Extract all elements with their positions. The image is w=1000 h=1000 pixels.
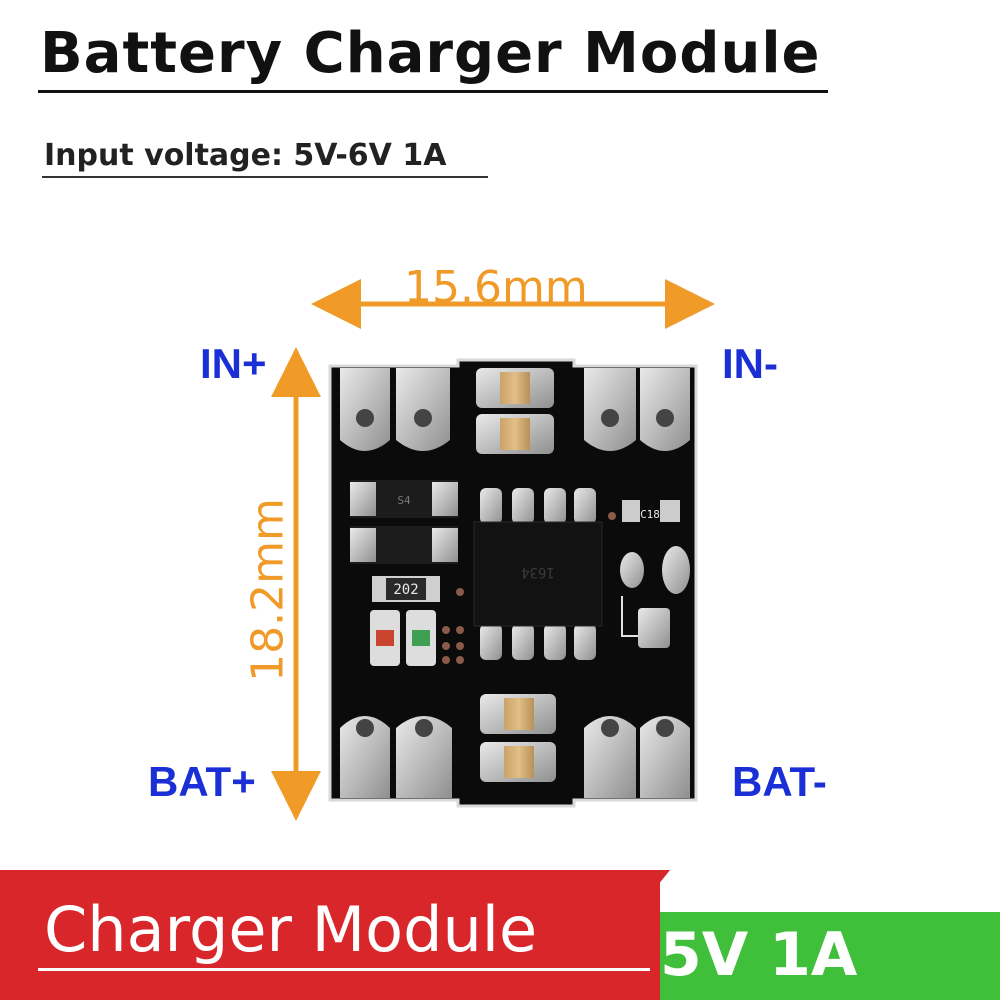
- schottky-diodes: [350, 480, 458, 564]
- width-dimension-label: 15.6mm: [404, 262, 588, 313]
- status-leds: [370, 610, 436, 666]
- bottom-capacitors: [480, 694, 556, 782]
- height-dimension-label: 18.2mm: [242, 498, 294, 682]
- pad-in-plus: [340, 368, 450, 451]
- banner-red-strip: [0, 870, 660, 1000]
- banner-rating: 5V 1A: [660, 920, 858, 990]
- pin-label-bat-plus: BAT+: [148, 758, 256, 805]
- top-capacitors: [476, 368, 554, 454]
- pin-label-in-minus: IN-: [722, 340, 778, 387]
- banner-underline: [38, 968, 650, 971]
- resistor-marking-text: 202: [393, 582, 418, 598]
- pad-bat-plus: [340, 716, 452, 798]
- page-title: Battery Charger Module: [40, 21, 821, 86]
- banner-red-fold: [630, 870, 670, 920]
- ic-marking-text: 1634: [521, 564, 555, 580]
- pin-label-bat-minus: BAT-: [732, 758, 827, 805]
- subtitle-underline: [42, 176, 488, 178]
- vias: [442, 512, 616, 664]
- pad-in-minus: [584, 368, 690, 451]
- charger-ic: [473, 488, 603, 660]
- right-components: [620, 500, 690, 648]
- pin-label-in-plus: IN+: [200, 340, 267, 387]
- resistor-202: [372, 576, 440, 602]
- cap-marking-text: C18: [640, 508, 660, 521]
- pad-bat-minus: [584, 716, 690, 798]
- input-voltage-spec: Input voltage: 5V-6V 1A: [44, 138, 447, 173]
- title-underline: [38, 90, 828, 93]
- diode-marking-text: S4: [397, 494, 411, 507]
- banner-product-name: Charger Module: [44, 893, 538, 966]
